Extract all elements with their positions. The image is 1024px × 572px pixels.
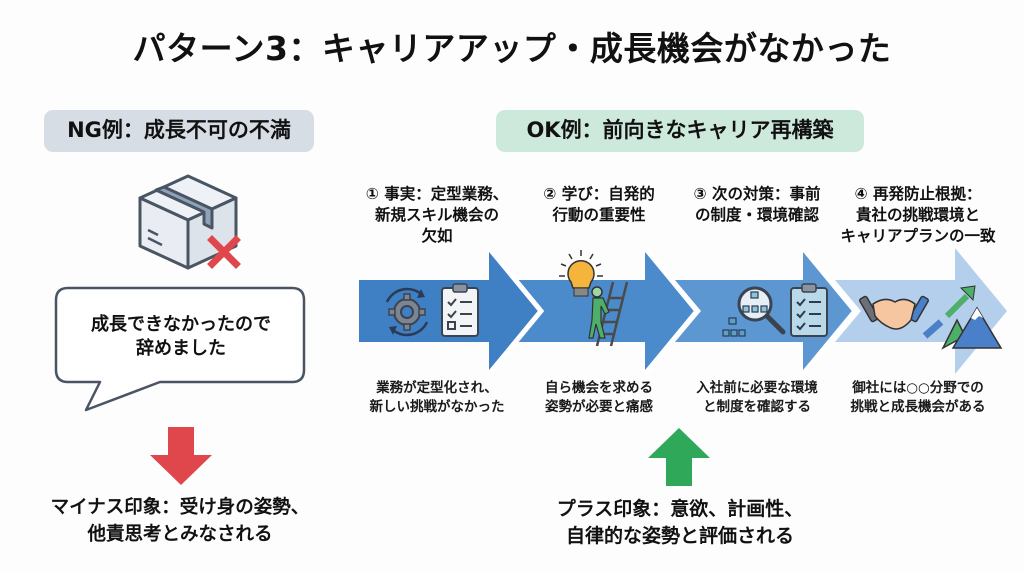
title-line: 行動の重要性: [552, 206, 646, 224]
handshake-icon: [859, 295, 929, 330]
step-2-title: ② 学び：自発的 行動の重要性: [514, 184, 684, 226]
step-2-description: 自ら機会を求める 姿勢が必要と痛感: [514, 379, 684, 417]
title-line: ② 学び：自発的: [543, 185, 655, 203]
result-line: プラス印象：意欲、計画性、: [556, 498, 804, 520]
result-line: マイナス印象：受け身の姿勢、: [50, 497, 310, 518]
ok-example-label: OK例：前向きなキャリア再構築: [496, 110, 864, 152]
desc-line: と制度を確認する: [703, 399, 811, 415]
step-3-title: ③ 次の対策：事前 の制度・環境確認: [672, 184, 842, 226]
down-arrow-icon: [150, 427, 212, 485]
desc-line: 業務が定型化され、: [376, 380, 498, 396]
desc-line: 挑戦と成長機会がある: [850, 399, 986, 415]
title-line: の制度・環境確認: [694, 206, 819, 224]
red-x-icon: [207, 235, 241, 269]
gear-cycle-icon: [385, 287, 429, 337]
desc-line: 新しい挑戦がなかった: [369, 399, 505, 415]
speech-bubble: [54, 286, 306, 412]
result-line: 他責思考とみなされる: [87, 524, 273, 545]
box-with-x-icon: [138, 174, 241, 270]
negative-impression: マイナス印象：受け身の姿勢、 他責思考とみなされる: [20, 494, 340, 548]
title-line: 新規スキル機会の: [374, 206, 499, 224]
speech-text: 成長できなかったので 辞めました: [60, 313, 302, 361]
title-line: 欠如: [421, 227, 453, 245]
title-line: ① 事実：定型業務、: [365, 185, 509, 203]
positive-impression: プラス印象：意欲、計画性、 自律的な姿勢と評価される: [470, 496, 890, 550]
title-line: 貴社の挑戦環境と: [855, 206, 980, 224]
title-line: ③ 次の対策：事前: [693, 185, 821, 203]
up-arrow-icon: [648, 428, 710, 486]
speech-line: 成長できなかったので: [91, 314, 271, 335]
step-4-title: ④ 再発防止根拠： 貴社の挑戦環境と キャリアプランの一致: [826, 184, 1010, 247]
magnifier-org-chart-icon: [722, 286, 786, 337]
checklist-clipboard-icon: [441, 283, 479, 337]
step-1-title: ① 事実：定型業務、 新規スキル機会の 欠如: [352, 184, 522, 247]
ng-example-label: NG例：成長不可の不満: [44, 110, 314, 152]
person-climbing-ladder-icon: [588, 281, 629, 347]
process-flow: [359, 246, 1007, 376]
lightbulb-icon: [559, 250, 603, 297]
title-line: ④ 再発防止根拠：: [854, 185, 982, 203]
title-line: キャリアプランの一致: [840, 227, 996, 245]
speech-line: 辞めました: [136, 338, 226, 359]
desc-line: 入社前に必要な環境: [696, 380, 818, 396]
desc-line: 御社には○○分野での: [852, 380, 984, 396]
result-line: 自律的な姿勢と評価される: [565, 525, 794, 547]
checklist-clipboard-icon: [790, 283, 828, 337]
step-1-description: 業務が定型化され、 新しい挑戦がなかった: [352, 379, 522, 417]
desc-line: 姿勢が必要と痛感: [545, 399, 653, 415]
desc-line: 自ら機会を求める: [545, 380, 653, 396]
step-3-description: 入社前に必要な環境 と制度を確認する: [672, 379, 842, 417]
growth-arrow-mountain-icon: [922, 285, 1003, 350]
page-title: パターン3：キャリアアップ・成長機会がなかった: [132, 29, 892, 68]
step-4-description: 御社には○○分野での 挑戦と成長機会がある: [826, 379, 1010, 417]
